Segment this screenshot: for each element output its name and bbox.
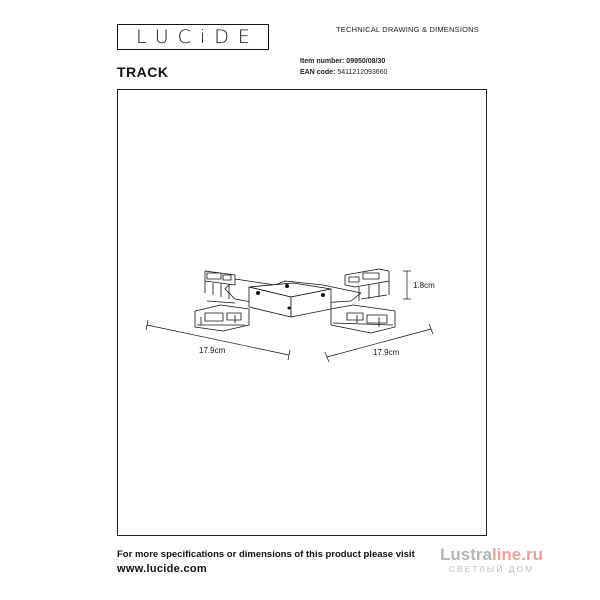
watermark-main-b: line.ru <box>491 545 543 564</box>
product-title: TRACK <box>117 64 169 80</box>
brand-logo: LUCiDE <box>117 24 269 50</box>
footer-specs-note: For more specifications or dimensions of… <box>117 549 415 560</box>
arm-back-left-clip <box>206 272 222 280</box>
ean-code-label: EAN code: <box>300 69 336 76</box>
document-title: TECHNICAL DRAWING & DIMENSIONS <box>336 25 479 34</box>
arm-back-right-clip <box>362 272 380 280</box>
item-number-value: 09950/08/30 <box>346 58 386 65</box>
watermark-main-a: Lustra <box>440 545 492 564</box>
arm-front-left-clip <box>204 312 224 322</box>
arm-front-right-clip <box>346 312 364 321</box>
screw-left <box>256 291 260 295</box>
watermark-main: Lustraline.ru <box>440 546 543 563</box>
height-dim-label: 1.8cm <box>413 281 435 290</box>
length-dim-left-line <box>146 324 290 356</box>
length-dim-right-line <box>326 328 432 358</box>
ean-code-value: 5411212093660 <box>337 69 388 76</box>
item-number-row: Item number: 09950/08/30 <box>300 58 385 65</box>
screw-top <box>285 284 289 288</box>
technical-drawing: 1.8cm 17.9cm 17.9cm <box>145 268 435 363</box>
footer-website-link[interactable]: www.lucide.com <box>117 563 207 575</box>
screw-front <box>287 306 291 310</box>
length-dim-right-label: 17.9cm <box>373 348 400 357</box>
drawing-frame <box>117 89 487 536</box>
watermark: Lustraline.ru СВЕТЛЫЙ ДОМ <box>440 546 543 574</box>
watermark-sub: СВЕТЛЫЙ ДОМ <box>448 564 535 574</box>
item-number-label: Item number: <box>300 58 345 65</box>
brand-logo-text: LUCiDE <box>136 26 259 48</box>
length-dim-left-label: 17.9cm <box>199 346 226 355</box>
ean-code-row: EAN code: 5411212093660 <box>300 69 387 76</box>
screw-right <box>321 293 325 297</box>
